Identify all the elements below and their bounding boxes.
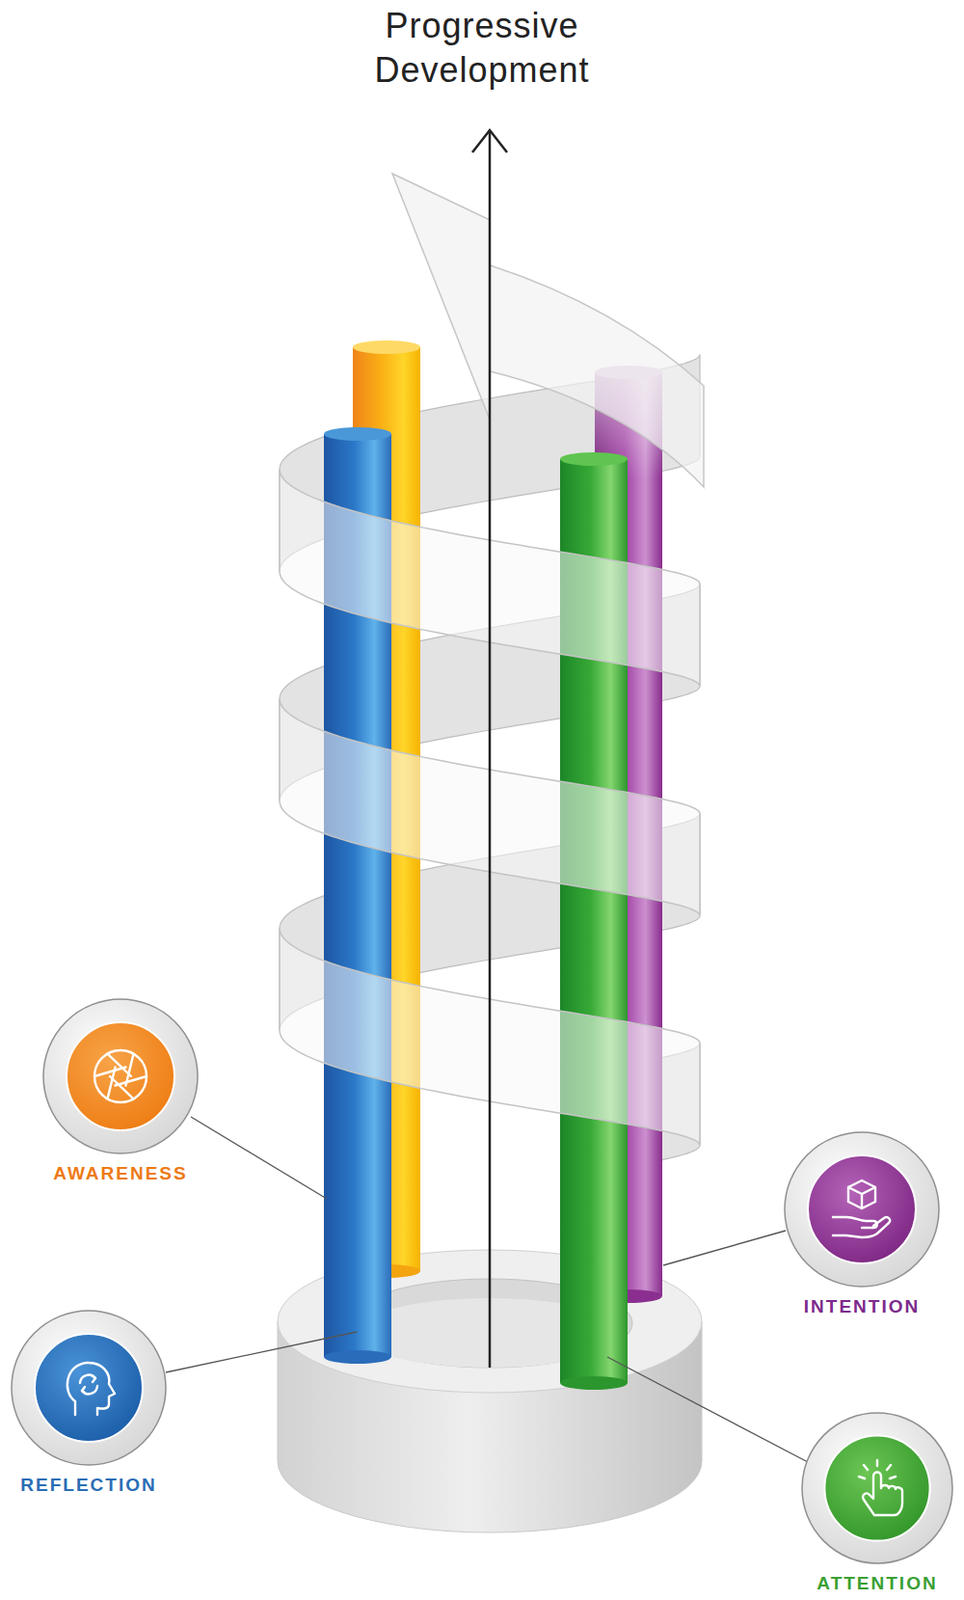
flag-right — [489, 265, 704, 487]
icon-circle — [41, 996, 200, 1155]
outer-ring — [43, 998, 198, 1153]
icon-stroke — [107, 1053, 133, 1076]
outer-ring — [784, 1131, 939, 1286]
leader-line — [190, 1116, 327, 1199]
icon-stroke — [858, 1459, 896, 1478]
axis-title: Progressive Development — [327, 3, 637, 93]
icon-stroke — [80, 1374, 98, 1394]
outer-ring — [11, 1310, 166, 1465]
pillar-label: REFLECTION — [20, 1473, 157, 1496]
icon-symbol — [67, 1362, 115, 1415]
progress-arrow — [472, 130, 508, 1367]
ribbon-flag — [392, 173, 704, 487]
icon-stroke — [862, 1472, 903, 1516]
pillar-label: ATTENTION — [816, 1572, 938, 1594]
outer-ring — [802, 1412, 953, 1563]
icon-circle — [800, 1410, 955, 1565]
icon-stroke — [115, 1075, 148, 1086]
icon-symbol — [94, 1049, 147, 1102]
pillar-label: AWARENESS — [53, 1162, 188, 1184]
icon-circle-node: INTENTION — [755, 1129, 964, 1317]
arrow-head — [472, 130, 508, 153]
icon-stroke — [126, 1053, 134, 1086]
leader-line — [663, 1230, 786, 1265]
icon-stroke — [832, 1216, 890, 1237]
icon-stroke — [109, 1075, 134, 1098]
pillar-end — [560, 1375, 628, 1390]
pillar-label: INTENTION — [803, 1295, 920, 1317]
arrow-shaft — [488, 131, 492, 1367]
colored-core — [824, 1434, 930, 1540]
colored-core — [66, 1021, 175, 1130]
leader-line — [607, 1356, 808, 1462]
icon-symbol — [832, 1179, 890, 1237]
colored-core — [807, 1154, 916, 1263]
icon-stroke — [81, 1374, 96, 1393]
pillar-top — [352, 340, 421, 354]
icon-circle — [9, 1308, 168, 1467]
icon-symbol — [858, 1459, 903, 1515]
icon-stroke — [848, 1179, 876, 1208]
icon-circle-node: REFLECTION — [0, 1308, 195, 1496]
colored-core — [34, 1333, 143, 1442]
leader-line — [165, 1331, 357, 1372]
pillar-top — [323, 427, 392, 441]
icon-stroke — [94, 1049, 147, 1102]
icon-circle-node: AWARENESS — [14, 996, 227, 1184]
flag-left — [392, 173, 490, 420]
pillar-end — [323, 1349, 392, 1364]
icon-stroke — [94, 1066, 127, 1076]
icon-stroke — [67, 1362, 115, 1415]
icon-circle — [782, 1129, 941, 1288]
icon-circle-node: ATTENTION — [771, 1410, 964, 1594]
pillar-top — [560, 452, 628, 466]
leader-lines — [165, 1116, 808, 1462]
